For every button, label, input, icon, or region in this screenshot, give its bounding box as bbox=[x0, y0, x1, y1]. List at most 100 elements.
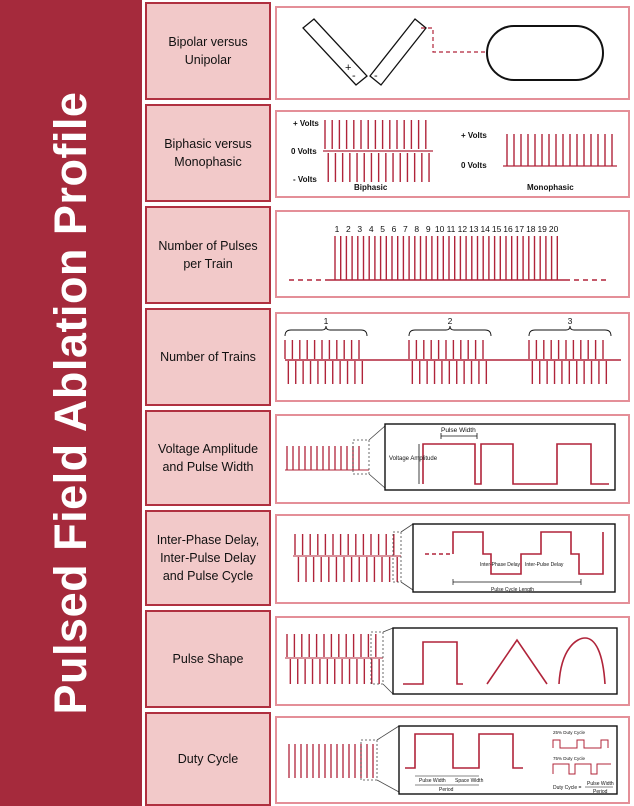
monophasic-label: Monophasic bbox=[527, 183, 574, 192]
panel-shape bbox=[275, 616, 630, 706]
inter-phase-label: Inter-Phase Delay bbox=[480, 562, 521, 568]
duty-formula-num: Pulse Width bbox=[587, 781, 614, 787]
label-biphasic: Biphasic versus Monophasic bbox=[145, 104, 271, 202]
sine-pulse-shape bbox=[558, 637, 606, 685]
triangle-pulse-shape bbox=[486, 638, 548, 685]
panel-duty: Pulse Width Space Width Period 25% Duty … bbox=[275, 716, 630, 804]
svg-text:+: + bbox=[345, 62, 351, 74]
pulse-number: 3 bbox=[357, 224, 362, 234]
train-number: 1 bbox=[324, 316, 329, 326]
plus-volts-label: + Volts bbox=[293, 119, 319, 128]
label-bipolar: Bipolar versus Unipolar bbox=[145, 2, 271, 100]
duty-space-width-label: Space Width bbox=[455, 778, 484, 784]
biphasic-pulse-wave bbox=[452, 531, 604, 575]
duty25-wave bbox=[552, 739, 609, 749]
pulse-number: 17 bbox=[515, 224, 525, 234]
pulse-number: 1 bbox=[335, 224, 340, 234]
duty-formula-den: Period bbox=[593, 789, 608, 795]
label-pulses: Number of Pulses per Train bbox=[145, 206, 271, 304]
duty25-label: 25% Duty Cycle bbox=[553, 730, 586, 735]
pulse-number: 14 bbox=[480, 224, 490, 234]
dashed-connector bbox=[421, 27, 487, 53]
label-delay: Inter-Phase Delay, Inter-Pulse Delay and… bbox=[145, 510, 271, 606]
bipolar-diagram: + - - bbox=[302, 18, 604, 86]
label-duty: Duty Cycle bbox=[145, 712, 271, 806]
duty75-label: 75% Duty Cycle bbox=[553, 756, 586, 761]
pulse-number: 11 bbox=[447, 224, 456, 234]
unipolar-electrode: - bbox=[369, 18, 427, 86]
train-brace bbox=[528, 325, 612, 337]
zoom-line-bottom bbox=[368, 473, 386, 489]
duty-square-wave bbox=[405, 733, 523, 769]
trains-waveform bbox=[284, 340, 608, 384]
duty-pulse-width-label: Pulse Width bbox=[419, 778, 446, 784]
inter-pulse-label: Inter-Pulse Delay bbox=[525, 562, 564, 568]
biphasic-diagram: + Volts 0 Volts - Volts Biphasic + Volts… bbox=[291, 119, 617, 192]
trains-diagram: 1 2 3 bbox=[284, 316, 621, 384]
duty-period-label: Period bbox=[439, 787, 454, 793]
svg-text:-: - bbox=[374, 70, 378, 82]
pulse-number: 13 bbox=[469, 224, 479, 234]
trains-braces: 1 2 3 bbox=[284, 316, 612, 337]
voltage-amplitude-label: Voltage Amplitude bbox=[389, 456, 438, 462]
page-title: Pulsed Field Ablation Profile bbox=[45, 91, 96, 715]
biphasic-waveform bbox=[323, 120, 433, 182]
label-amplitude: Voltage Amplitude and Pulse Width bbox=[145, 410, 271, 506]
panel-amplitude: Pulse Width Voltage Amplitude bbox=[275, 414, 630, 504]
panel-biphasic: + Volts 0 Volts - Volts Biphasic + Volts… bbox=[275, 110, 630, 198]
zero-volts-label: 0 Volts bbox=[291, 147, 317, 156]
pulse-number: 19 bbox=[537, 224, 547, 234]
biphasic-label: Biphasic bbox=[354, 183, 388, 192]
zoom-line-top bbox=[368, 425, 386, 441]
pulse-number: 8 bbox=[414, 224, 419, 234]
duty75-wave bbox=[552, 763, 611, 775]
panel-delay: Inter-Phase Delay Inter-Pulse Delay Puls… bbox=[275, 514, 630, 604]
shape-mini-train bbox=[285, 634, 383, 684]
pulse-number: 20 bbox=[549, 224, 559, 234]
pulse-number: 5 bbox=[380, 224, 385, 234]
train-number: 2 bbox=[448, 316, 453, 326]
mono-zero-volts-label: 0 Volts bbox=[461, 161, 487, 170]
pulse-width-label: Pulse Width bbox=[441, 427, 476, 434]
train-brace bbox=[284, 325, 368, 337]
duty-zoom-box bbox=[398, 725, 618, 795]
pulse-number: 9 bbox=[426, 224, 431, 234]
label-trains: Number of Trains bbox=[145, 308, 271, 406]
pulse-number: 4 bbox=[369, 224, 374, 234]
pulse-number: 16 bbox=[503, 224, 513, 234]
cycle-length-label: Pulse Cycle Length bbox=[491, 587, 534, 593]
bipolar-electrode-left: + - bbox=[302, 18, 368, 86]
duty-mini-train bbox=[288, 744, 374, 778]
duty-formula-left: Duty Cycle = bbox=[553, 785, 582, 791]
monophasic-waveform bbox=[503, 134, 617, 167]
ground-patch bbox=[486, 25, 604, 81]
pulse-number: 10 bbox=[435, 224, 445, 234]
pulse-train-waveform bbox=[325, 236, 565, 281]
pulse-number: 12 bbox=[458, 224, 468, 234]
square-pulse-shape bbox=[403, 641, 463, 685]
amplitude-mini-train bbox=[285, 446, 369, 471]
minus-volts-label: - Volts bbox=[293, 175, 317, 184]
pulse-number: 7 bbox=[403, 224, 408, 234]
amplitude-diagram: Pulse Width Voltage Amplitude bbox=[285, 423, 616, 491]
delay-mini-train bbox=[293, 534, 401, 582]
pulse-number: 15 bbox=[492, 224, 502, 234]
sidebar: Pulsed Field Ablation Profile bbox=[0, 0, 142, 806]
duty-diagram: Pulse Width Space Width Period 25% Duty … bbox=[288, 725, 618, 795]
zoom-selection bbox=[352, 439, 370, 475]
pulse-number: 6 bbox=[392, 224, 397, 234]
square-wave bbox=[422, 443, 609, 485]
pulse-number: 18 bbox=[526, 224, 536, 234]
shape-diagram bbox=[285, 627, 618, 695]
delay-diagram: Inter-Phase Delay Inter-Pulse Delay Puls… bbox=[293, 523, 616, 593]
train-brace bbox=[408, 325, 492, 337]
train-number: 3 bbox=[568, 316, 573, 326]
panel-trains: 1 2 3 bbox=[275, 312, 630, 402]
svg-text:-: - bbox=[352, 70, 356, 82]
delay-zoom-selection bbox=[392, 531, 402, 583]
pulse-number: 2 bbox=[346, 224, 351, 234]
mono-plus-volts-label: + Volts bbox=[461, 131, 487, 140]
panel-bipolar: + - - bbox=[275, 6, 630, 100]
